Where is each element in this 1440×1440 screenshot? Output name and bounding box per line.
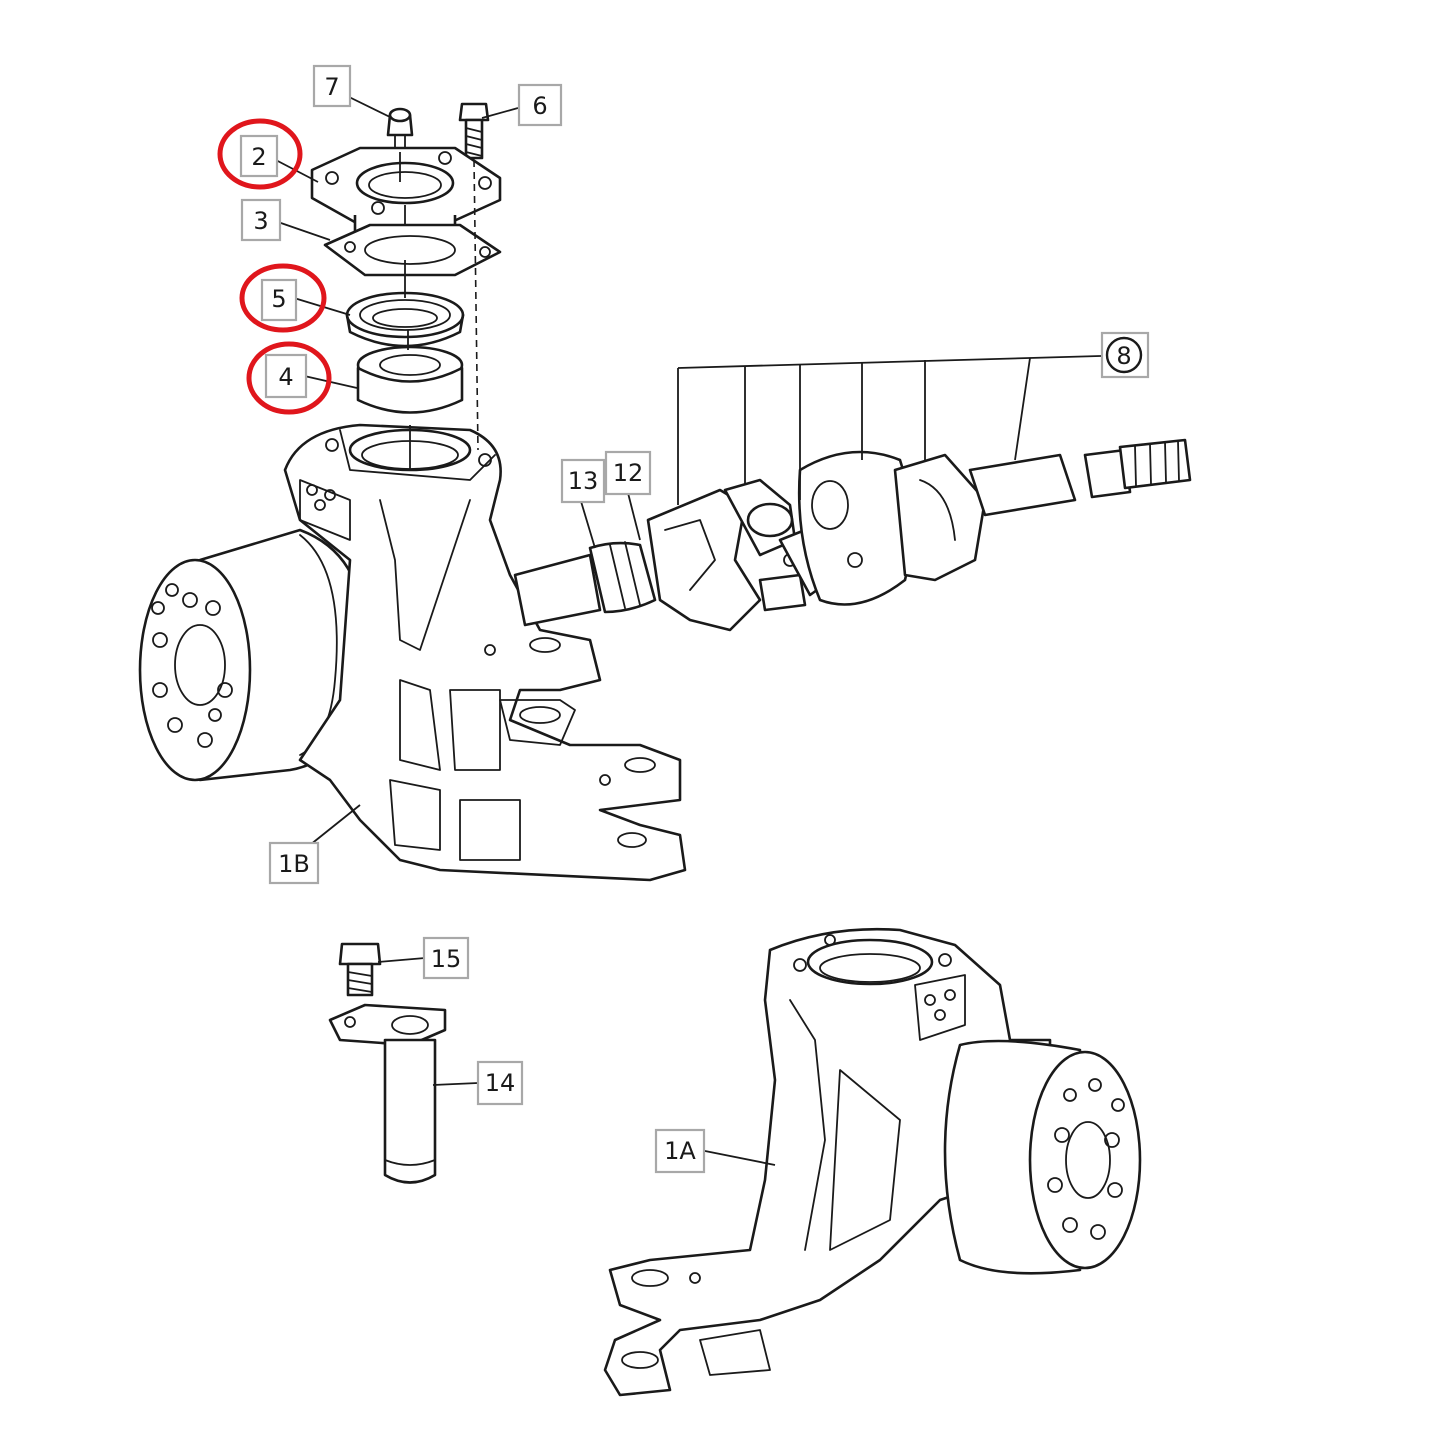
callout-label: 6	[532, 92, 547, 120]
callout-label: 5	[271, 285, 286, 313]
callout-label: 7	[324, 73, 339, 101]
callout-8: 8	[1100, 331, 1150, 379]
callout-label: 3	[253, 207, 268, 235]
callout-2: 2	[217, 118, 303, 190]
highlight-ring	[239, 263, 327, 333]
callout-14: 14	[476, 1060, 524, 1106]
callout-leaders	[271, 94, 776, 1166]
callout-label: 1B	[278, 850, 310, 878]
pin-and-bolt-drawing	[328, 942, 479, 1184]
callout-label: 14	[485, 1069, 516, 1097]
callout-label: 13	[568, 467, 599, 495]
knuckle-1a-drawing	[603, 927, 1142, 1397]
callout-label: 2	[251, 143, 266, 171]
callout-4: 4	[246, 341, 332, 415]
highlight-ring	[217, 118, 303, 190]
callout-15: 15	[422, 936, 470, 980]
knuckle-1b-drawing	[138, 423, 687, 882]
callout-12: 12	[604, 450, 652, 496]
callout-label: 8	[1116, 342, 1131, 370]
callout-6: 6	[517, 83, 563, 127]
callout-1a: 1A	[654, 1128, 706, 1174]
callout-label: 15	[431, 945, 462, 973]
callout-label: 1A	[664, 1137, 696, 1165]
callout-13: 13	[560, 458, 606, 504]
callout-1b: 1B	[268, 841, 320, 885]
drive-shaft-drawing	[513, 355, 1192, 632]
callout-7: 7	[312, 64, 352, 108]
callout-3: 3	[240, 198, 282, 242]
callout-label: 12	[613, 459, 644, 487]
top-stack-parts	[310, 102, 502, 470]
highlight-ring	[246, 341, 332, 415]
callout-label: 4	[278, 363, 293, 391]
callout-5: 5	[239, 263, 327, 333]
